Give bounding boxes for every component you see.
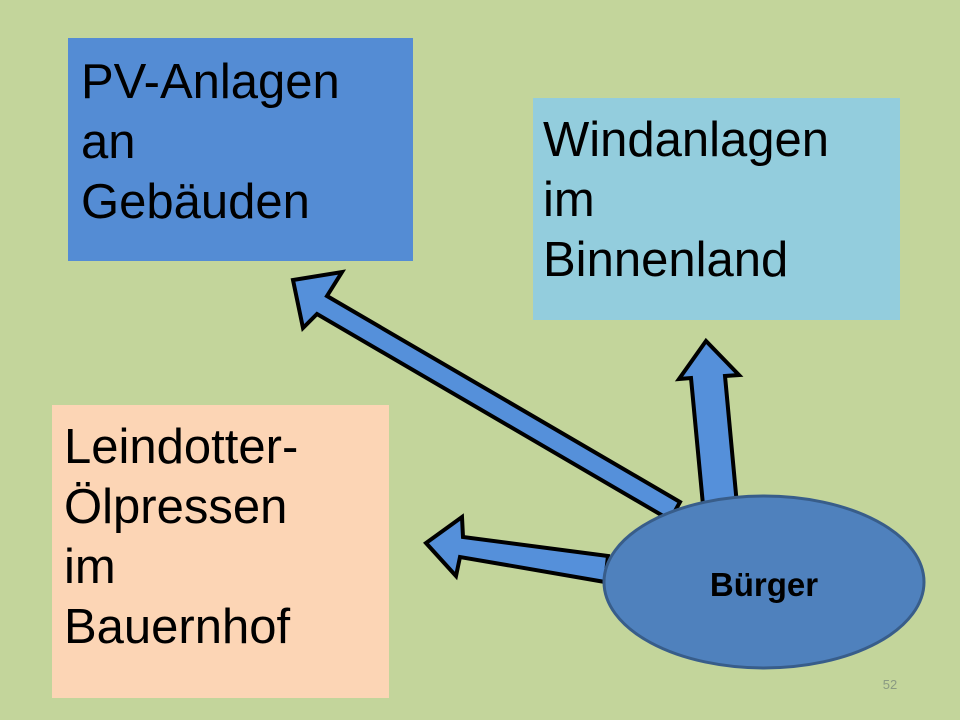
- buerger-ellipse: [602, 494, 926, 670]
- arrow-to-windanlagen: [674, 337, 744, 507]
- buerger-label: Bürger: [709, 566, 819, 603]
- windanlagen-box: Windanlagen im Binnenland: [533, 98, 900, 320]
- page-number: 52: [882, 677, 898, 692]
- leindotter-box: Leindotter- Ölpressen im Bauernhof: [52, 405, 389, 698]
- arrow-to-pv-anlagen: [290, 269, 683, 523]
- pv-anlagen-box: PV-Anlagen an Gebäuden: [68, 38, 413, 261]
- arrow-to-leindotter: [423, 513, 611, 585]
